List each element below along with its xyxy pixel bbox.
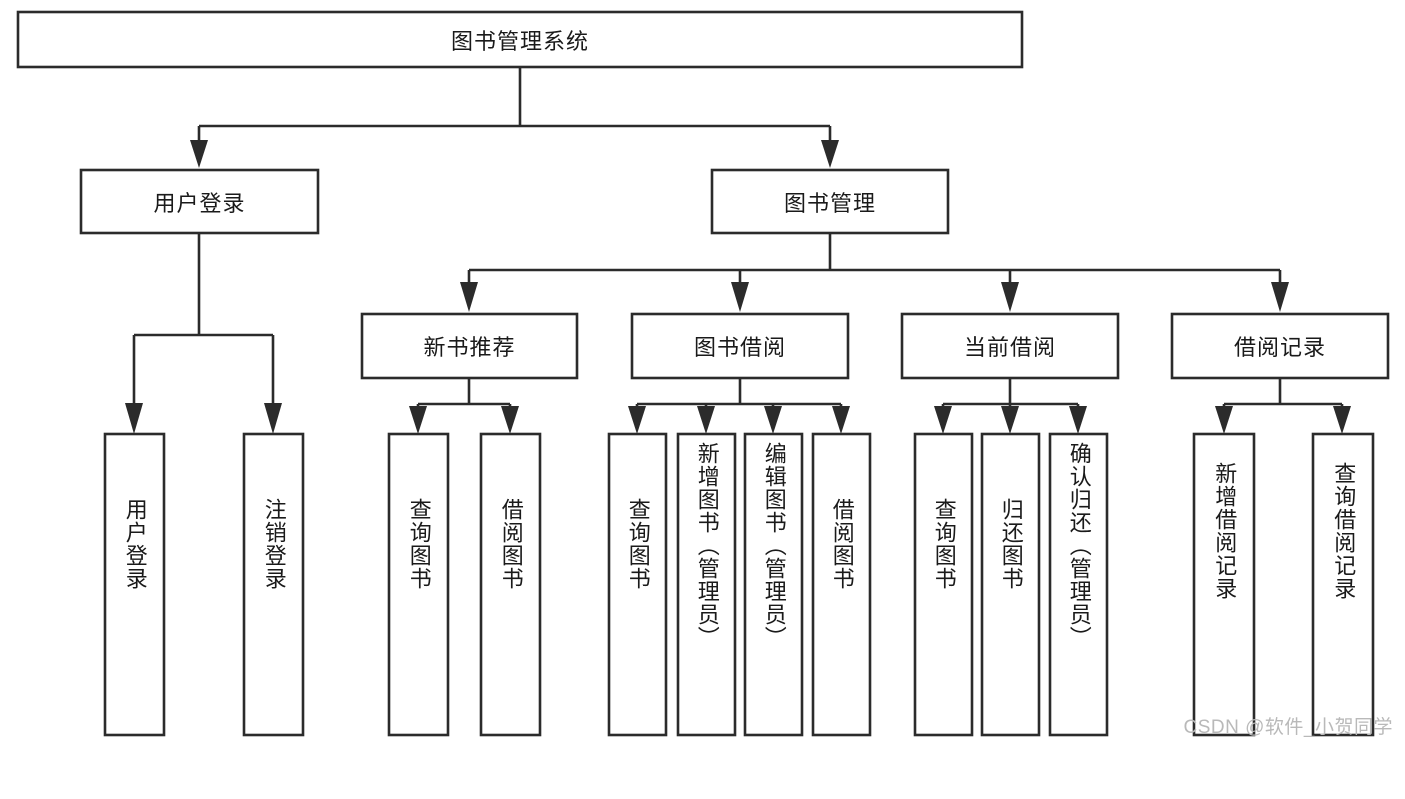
connector-root-to-level1 bbox=[190, 67, 839, 168]
node-leaf-confirm-return[interactable] bbox=[1048, 432, 1109, 737]
node-leaf-user-logout[interactable] bbox=[242, 432, 305, 737]
node-leaf-query-book-2[interactable] bbox=[607, 432, 668, 737]
diagram-canvas bbox=[16, 10, 1390, 737]
node-leaf-add-book[interactable] bbox=[676, 432, 737, 737]
node-new-book-recommend[interactable] bbox=[360, 312, 579, 380]
node-root[interactable] bbox=[16, 10, 1024, 69]
node-borrow-record[interactable] bbox=[1170, 312, 1390, 380]
node-leaf-query-book-3[interactable] bbox=[913, 432, 974, 737]
node-leaf-edit-book[interactable] bbox=[743, 432, 804, 737]
hierarchy-diagram: 图书管理系统 用户登录 图书管理 新书推荐 图书借阅 当前借阅 借阅记录 用户登… bbox=[16, 10, 1393, 738]
node-leaf-borrow-book-1[interactable] bbox=[479, 432, 542, 737]
node-book-borrow[interactable] bbox=[630, 312, 850, 380]
connector-currentborrow-to-leaves bbox=[934, 378, 1087, 434]
watermark: CSDN @软件_小贺同学 bbox=[1183, 717, 1393, 738]
connector-borrowrecord-to-leaves bbox=[1215, 378, 1351, 434]
connector-userlogin-to-leaves bbox=[125, 233, 282, 434]
connector-bookmanagement-to-level2 bbox=[460, 233, 1289, 312]
node-book-management[interactable] bbox=[710, 168, 950, 235]
connector-bookborrow-to-leaves bbox=[628, 378, 850, 434]
node-leaf-add-record[interactable] bbox=[1192, 432, 1256, 737]
node-user-login[interactable] bbox=[79, 168, 320, 235]
node-leaf-query-record[interactable] bbox=[1311, 432, 1375, 737]
node-leaf-return-book[interactable] bbox=[980, 432, 1041, 737]
node-leaf-query-book-1[interactable] bbox=[387, 432, 450, 737]
connector-newbook-to-leaves bbox=[409, 378, 519, 434]
node-current-borrow[interactable] bbox=[900, 312, 1120, 380]
node-leaf-borrow-book-2[interactable] bbox=[811, 432, 872, 737]
node-leaf-user-login[interactable] bbox=[103, 432, 166, 737]
